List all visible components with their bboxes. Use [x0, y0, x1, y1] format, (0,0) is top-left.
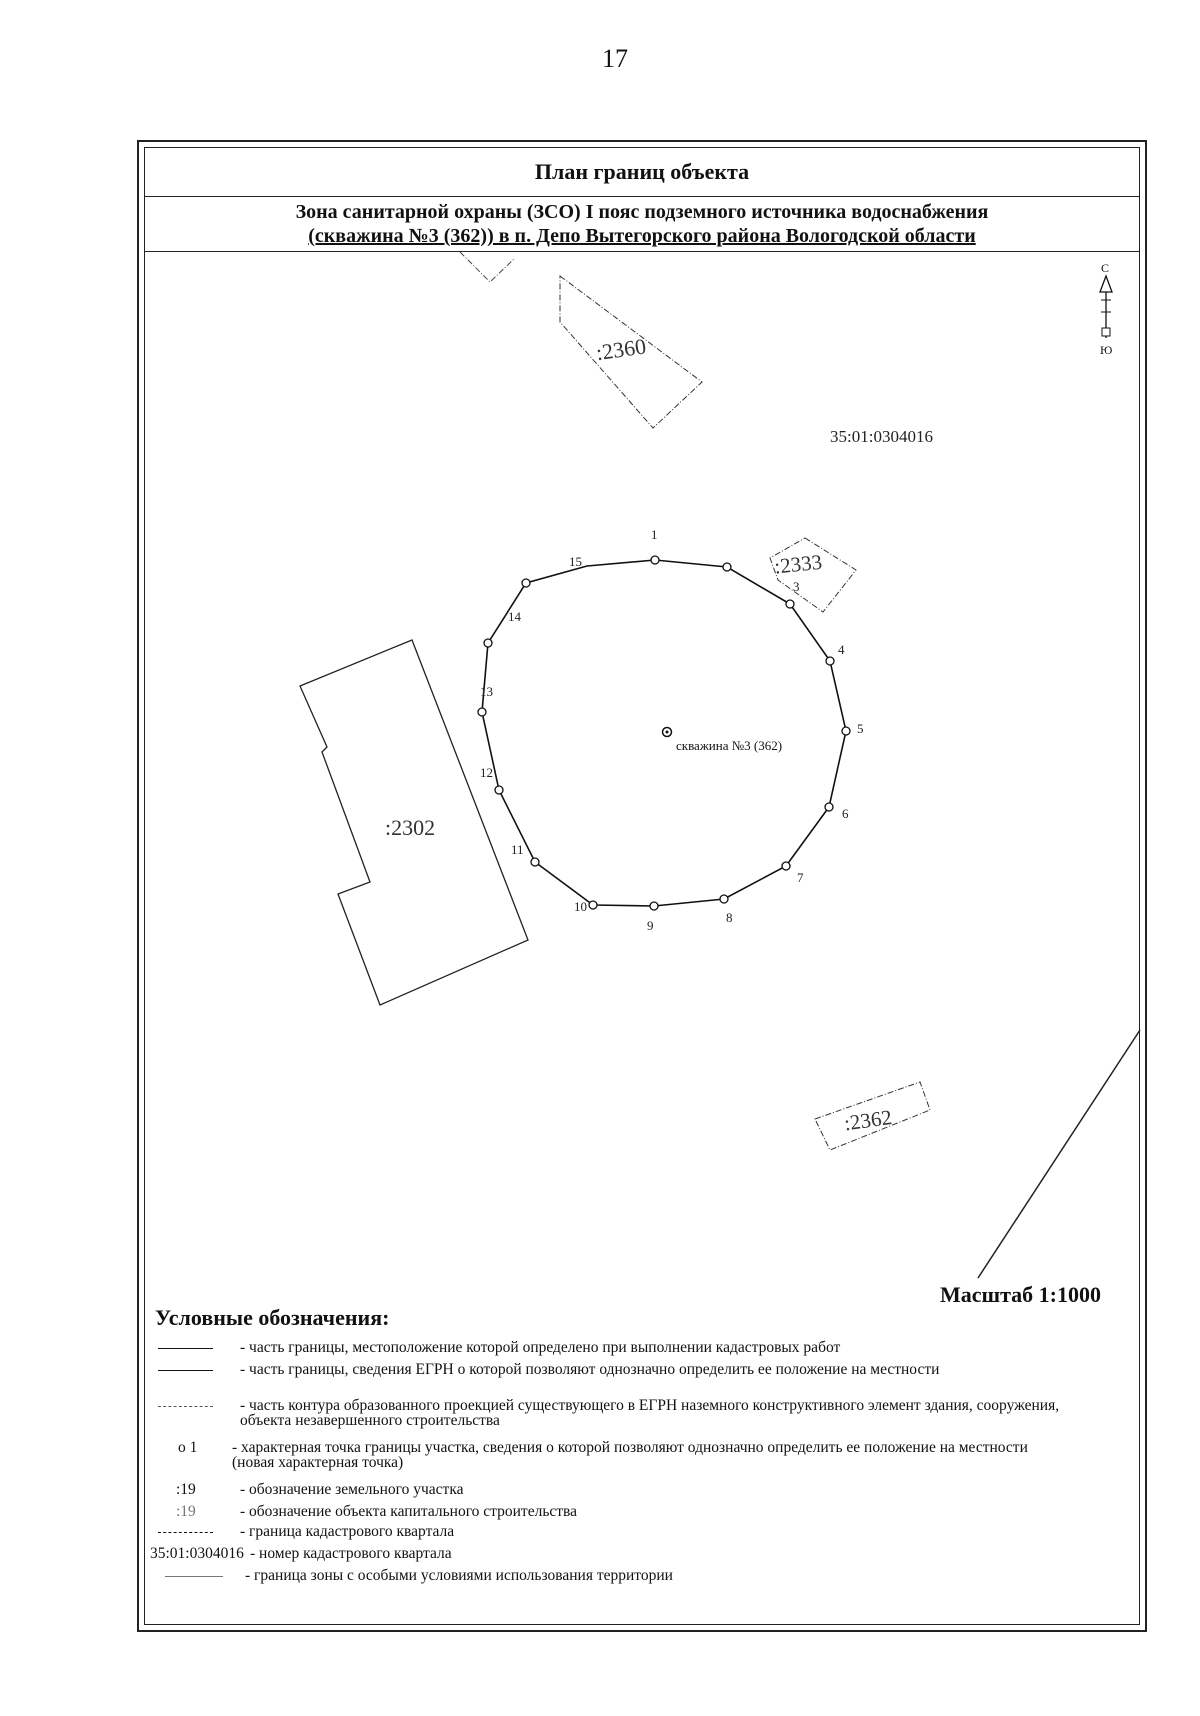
quarter-boundary-line [977, 1029, 1141, 1279]
outer-frame [137, 140, 1147, 1632]
boundary-points [477, 555, 851, 911]
quarter-number-map-label: 35:01:0304016 [830, 427, 933, 446]
legend-symbol-dashdot-line [158, 1406, 213, 1407]
boundary-point-13 [477, 707, 487, 717]
point-label-1: 1 [651, 527, 658, 542]
point-label-6: 6 [842, 806, 849, 821]
parcel-label-2333: :2333 [773, 550, 823, 579]
legend-symbol-solid-line [158, 1370, 213, 1371]
legend-symbol-point: о 1 [178, 1439, 198, 1456]
plan-subtitle: Зона санитарной охраны (ЗСО) I пояс подз… [144, 197, 1140, 252]
boundary-point-15 [521, 578, 531, 588]
point-label-12: 12 [480, 765, 493, 780]
boundary-point-12 [494, 785, 504, 795]
point-label-7: 7 [797, 870, 804, 885]
compass-arrow-icon [1099, 274, 1113, 338]
legend-text: - номер кадастрового квартала [250, 1545, 452, 1562]
scale-label: Масштаб 1:1000 [940, 1282, 1102, 1307]
page-number: 17 [602, 44, 628, 73]
point-label-11: 11 [511, 842, 524, 857]
parcel-outline-2360 [559, 275, 703, 429]
plan-title-text: План границ объекта [534, 158, 750, 184]
legend-symbol-dashed-line [158, 1532, 213, 1533]
legend-text: - часть границы, сведения ЕГРН о которой… [240, 1361, 940, 1378]
point-label-4: 4 [838, 642, 845, 657]
parcel-outline-top-partial [459, 251, 516, 283]
point-label-10: 10 [574, 899, 587, 914]
legend-text: - часть границы, местоположение которой … [240, 1339, 841, 1356]
legend-symbol-solid-line [158, 1348, 213, 1349]
boundary-point-11 [530, 857, 540, 867]
compass-north-label: С [1101, 261, 1109, 275]
boundary-point-6 [824, 802, 834, 812]
point-label-13: 13 [480, 684, 493, 699]
point-label-8: 8 [726, 910, 733, 925]
subtitle-line-2: (скважина №3 (362)) в п. Депо Вытегорско… [308, 225, 976, 247]
boundary-point-3 [785, 599, 795, 609]
inner-frame [144, 147, 1140, 1625]
point-label-5: 5 [857, 721, 864, 736]
legend-symbol-parcel: :19 [176, 1481, 196, 1498]
point-label-3: 3 [793, 579, 800, 594]
boundary-point-1 [650, 555, 660, 565]
compass-south-label: Ю [1100, 343, 1112, 357]
legend-symbol-quarter-number: 35:01:0304016 [150, 1545, 244, 1562]
boundary-point-9 [649, 901, 659, 911]
well-marker-center [665, 730, 669, 734]
plan-title: План границ объекта [144, 147, 1140, 197]
boundary-point-10 [588, 900, 598, 910]
parcel-outline-2333 [769, 537, 857, 613]
legend-text: - характерная точка границы участка, све… [232, 1439, 1028, 1471]
legend-title: Условные обозначения: [155, 1305, 390, 1330]
point-label-15: 15 [569, 554, 582, 569]
parcel-label-2302: :2302 [385, 815, 435, 840]
parcel-label-2360: :2360 [594, 333, 647, 365]
legend-text: - обозначение объекта капитального строи… [240, 1503, 578, 1520]
boundary-point-14 [483, 638, 493, 648]
point-label-14: 14 [508, 609, 522, 624]
legend-text: - часть контура образованного проекцией … [240, 1397, 1060, 1429]
parcel-label-2362: :2362 [843, 1105, 894, 1135]
legend-text: - граница зоны с особыми условиями испол… [245, 1567, 673, 1584]
boundary-point-7 [781, 861, 791, 871]
point-label-9: 9 [647, 918, 654, 933]
parcel-outline-2362 [814, 1081, 931, 1151]
subtitle-line-1: Зона санитарной охраны (ЗСО) I пояс подз… [295, 201, 989, 223]
legend-symbol-thin-line [165, 1576, 223, 1577]
well-label: скважина №3 (362) [676, 738, 782, 753]
boundary-point-5 [841, 726, 851, 736]
boundary-point-4 [825, 656, 835, 666]
legend-text: - обозначение земельного участка [240, 1481, 464, 1498]
parcel-outline-2302 [299, 639, 529, 1006]
boundary-point-2 [722, 562, 732, 572]
boundary-point-8 [719, 894, 729, 904]
legend-symbol-building: :19 [176, 1503, 196, 1520]
legend-text: - граница кадастрового квартала [240, 1523, 455, 1540]
